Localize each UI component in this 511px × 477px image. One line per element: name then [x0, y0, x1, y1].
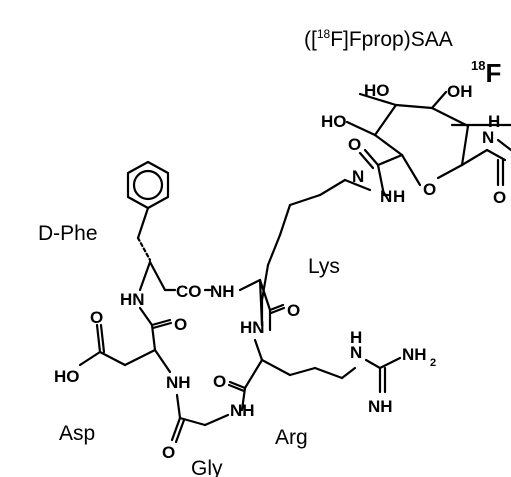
atom-label: HO [54, 367, 80, 386]
atom-label: N [350, 343, 362, 362]
atom-label: CO [176, 282, 202, 301]
residue-label-arg: Arg [275, 426, 308, 449]
fluoropropionyl-group: N H O 18F [471, 58, 511, 207]
atom-label: HO [321, 112, 347, 131]
atom-label: NH [166, 373, 191, 392]
atom-label: O [493, 188, 506, 207]
atom-label: HN [240, 318, 265, 337]
residue-label-gly: Gly [191, 457, 223, 477]
atom-label: O [174, 315, 187, 334]
atom-label: H [350, 328, 362, 347]
atom-label: NH [368, 397, 393, 416]
atom-label: N [380, 187, 392, 206]
phenyl-ring [126, 160, 170, 262]
atom-label: O [423, 180, 436, 199]
atom-label: 2 [430, 357, 436, 369]
atom-label: HN [120, 290, 145, 309]
atom-label: O [213, 372, 226, 391]
atom-label: O [348, 135, 361, 154]
atom-label: HO [364, 81, 390, 100]
atom-label: O [287, 301, 300, 320]
atom-label: N [482, 128, 494, 147]
atom-label: NH [210, 282, 235, 301]
atom-label: O [162, 443, 175, 462]
atom-label: OH [447, 82, 473, 101]
atom-label: O [90, 308, 103, 327]
atom-label: NH [402, 345, 427, 364]
atom-label: NH [230, 401, 255, 420]
residue-label-asp: Asp [59, 422, 95, 445]
fluorine-18-label: 18F [471, 58, 501, 88]
lysine-side-chain [260, 178, 372, 327]
atom-label: N [352, 167, 364, 186]
residue-label-lys: Lys [308, 255, 340, 278]
residue-label-phe: D-Phe [38, 222, 98, 245]
atom-label: H [393, 187, 405, 206]
sugar-amino-acid: HO HO OH O O N H [321, 81, 511, 206]
compound-title: ([18F]Fprop)SAA [304, 27, 453, 51]
cyclic-peptide-backbone: CO NH O HN N H NH 2 NH O NH [54, 260, 436, 462]
atom-label: H [488, 112, 500, 131]
